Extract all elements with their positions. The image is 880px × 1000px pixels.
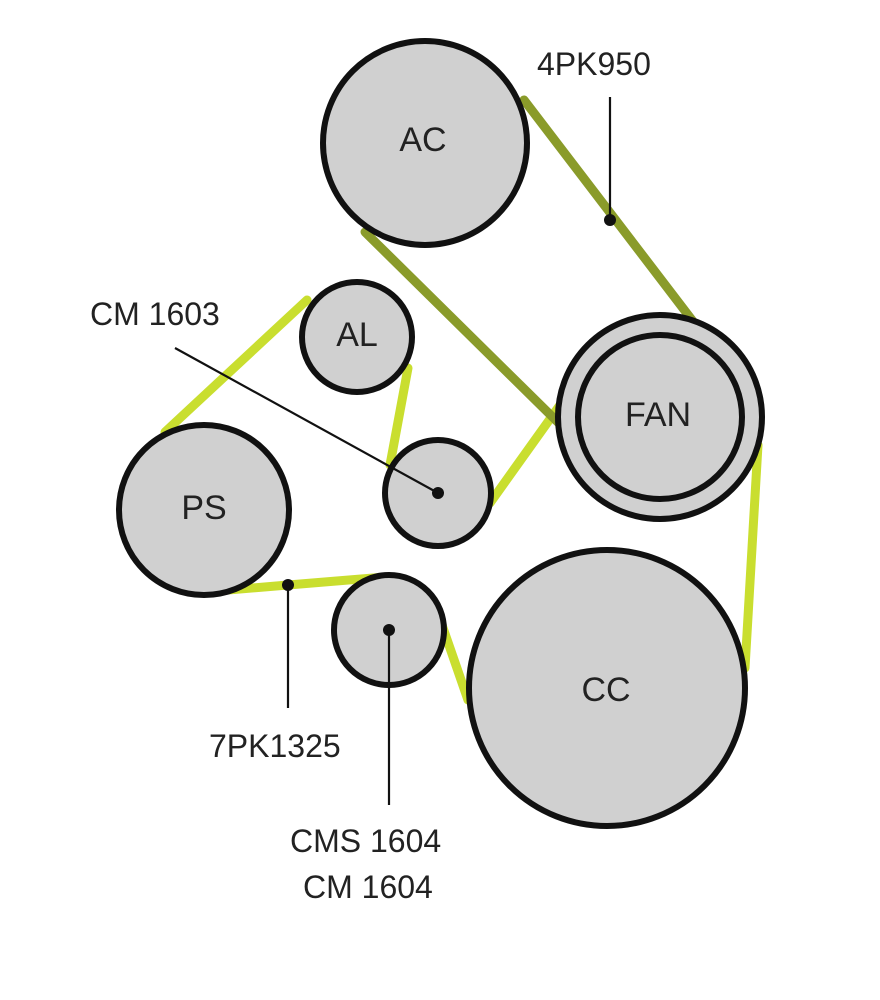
ac-belt-right-run <box>519 95 713 346</box>
pulley-cc-label: CC <box>581 671 630 709</box>
callout-4pk950: 4PK950 <box>537 46 651 226</box>
pulley-ps-label: PS <box>181 489 226 527</box>
callout-cm1603-leader <box>174 347 439 494</box>
callout-4pk950-dot <box>604 214 616 226</box>
pulley-cc: CC <box>466 547 748 829</box>
pulley-fan-label: FAN <box>625 396 691 434</box>
callout-4pk950-label: 4PK950 <box>537 46 651 82</box>
callout-cms1604: CMS 1604 CM 1604 <box>290 630 441 905</box>
callout-cms1604-label: CMS 1604 <box>290 823 441 859</box>
main-belt-path <box>160 295 312 437</box>
callout-7pk1325: 7PK1325 <box>209 579 341 764</box>
pulley-ac: AC <box>320 38 530 248</box>
pulley-ps: PS <box>116 422 292 598</box>
callout-cm1603-label: CM 1603 <box>90 296 220 332</box>
callout-cm1603: CM 1603 <box>90 296 439 494</box>
main-belt-path-fan-cc <box>740 440 763 673</box>
ac-belt <box>360 95 713 451</box>
main-belt-path-al-idler <box>385 363 413 470</box>
pulley-fan: FAN <box>555 312 765 522</box>
pulley-al-body <box>299 279 415 395</box>
pulley-ps-body <box>116 422 292 598</box>
pulley-al: AL <box>299 279 415 395</box>
callout-7pk1325-label: 7PK1325 <box>209 728 341 764</box>
pulley-ac-body <box>320 38 530 248</box>
callout-cm1604-label: CM 1604 <box>303 869 433 905</box>
pulley-ac-label: AC <box>399 121 446 159</box>
pulley-fan-inner <box>575 332 745 502</box>
main-belt-path-idler-fan <box>485 400 565 508</box>
ac-belt-left-run <box>360 227 587 451</box>
pulley-al-label: AL <box>336 316 378 354</box>
pulley-cc-body <box>466 547 748 829</box>
